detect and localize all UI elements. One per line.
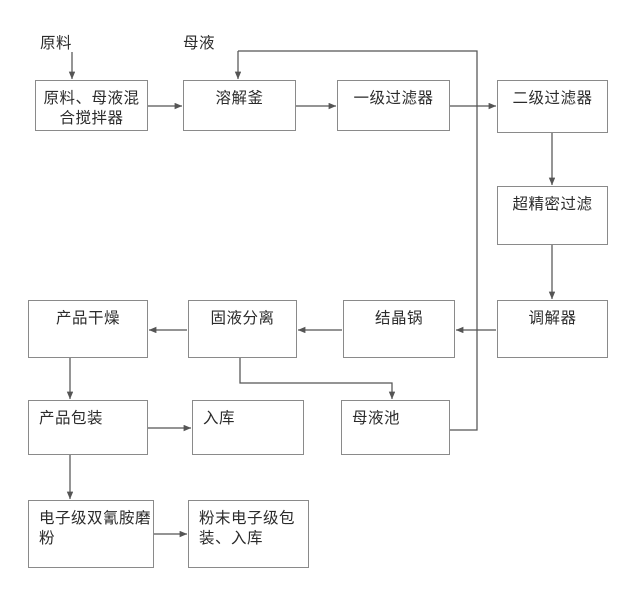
node-secondary-filter[interactable]: 二级过滤器 <box>497 80 608 133</box>
connector-separator-to-pool <box>239 358 396 400</box>
node-separator[interactable]: 固液分离 <box>188 300 297 358</box>
node-label-dissolving-kettle: 溶解釜 <box>215 89 264 107</box>
node-label-warehouse: 入库 <box>203 409 236 427</box>
node-label-ultra-filter: 超精密过滤 <box>512 195 593 213</box>
node-powder-packaging[interactable]: 粉末电子级包装、入库 <box>188 500 309 568</box>
node-packaging[interactable]: 产品包装 <box>28 400 148 455</box>
node-label-powder-packaging: 粉末电子级包装、入库 <box>199 509 296 548</box>
mother-liquor-label: 母液 <box>183 34 216 52</box>
raw-material-label: 原料 <box>40 34 73 52</box>
node-label-secondary-filter: 二级过滤器 <box>512 89 593 107</box>
node-label-packaging: 产品包装 <box>39 409 104 427</box>
node-label-mother-liquor-pool: 母液池 <box>352 409 401 427</box>
node-dryer[interactable]: 产品干燥 <box>28 300 148 358</box>
node-conditioner[interactable]: 调解器 <box>497 300 608 358</box>
node-primary-filter[interactable]: 一级过滤器 <box>337 80 450 131</box>
node-label-mixer: 原料、母液混合搅拌器 <box>43 89 140 128</box>
node-dissolving-kettle[interactable]: 溶解釜 <box>183 80 296 131</box>
node-label-dryer: 产品干燥 <box>55 309 120 327</box>
node-mixer[interactable]: 原料、母液混合搅拌器 <box>35 80 148 131</box>
node-label-crystallizer: 结晶锅 <box>374 309 423 327</box>
node-warehouse[interactable]: 入库 <box>192 400 304 455</box>
node-ultra-filter[interactable]: 超精密过滤 <box>497 186 608 245</box>
node-crystallizer[interactable]: 结晶锅 <box>343 300 455 358</box>
node-mother-liquor-pool[interactable]: 母液池 <box>341 400 450 455</box>
node-label-primary-filter: 一级过滤器 <box>353 89 434 107</box>
node-grinding[interactable]: 电子级双氰胺磨粉 <box>28 500 154 568</box>
node-label-conditioner: 调解器 <box>528 309 577 327</box>
node-label-grinding: 电子级双氰胺磨粉 <box>39 509 152 548</box>
node-label-separator: 固液分离 <box>210 309 275 327</box>
